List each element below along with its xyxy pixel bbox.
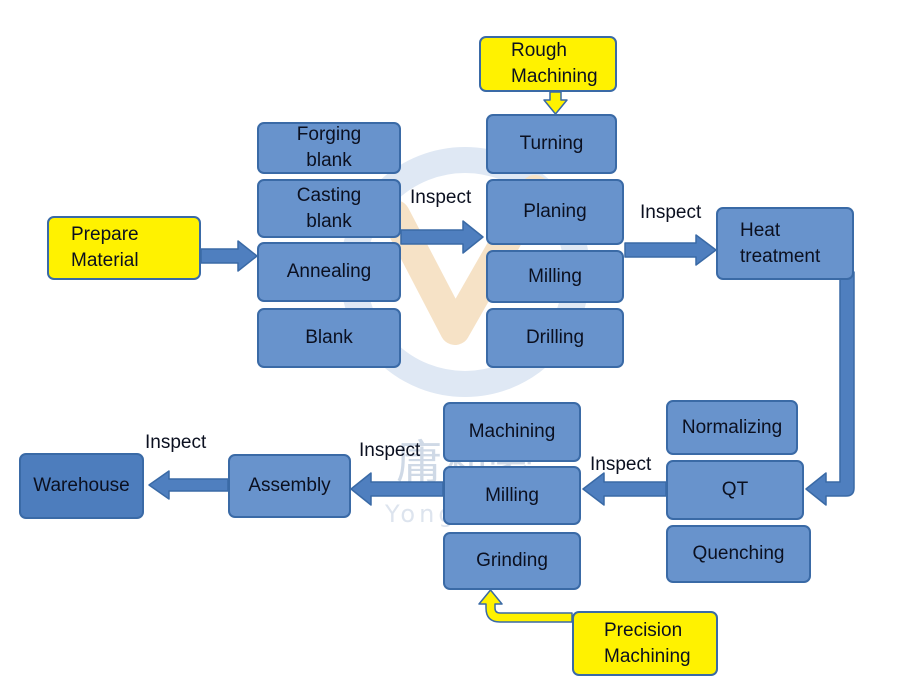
arrow-heat-to-qt (805, 271, 855, 506)
node-precision-machining: Precision Machining (572, 611, 718, 676)
edge-label-inspect-assembly: Inspect (359, 440, 421, 461)
arrow-assembly-to-warehouse (148, 470, 229, 500)
node-casting-blank: Casting blank (257, 179, 401, 238)
edge-label-inspect-qt: Inspect (590, 454, 652, 475)
node-blank: Blank (257, 308, 401, 368)
node-milling-rough: Milling (486, 250, 624, 303)
node-warehouse: Warehouse (19, 453, 144, 519)
node-drilling: Drilling (486, 308, 624, 368)
arrow-precision-to-grinding (478, 589, 573, 623)
edge-label-inspect-warehouse: Inspect (145, 432, 207, 453)
edge-label-inspect-blanks: Inspect (410, 187, 472, 208)
arrow-qt-to-milling (582, 472, 667, 506)
edge-label-inspect-heat: Inspect (640, 202, 702, 223)
arrow-blanks-to-machining (400, 220, 484, 254)
node-normalizing: Normalizing (666, 400, 798, 455)
node-turning: Turning (486, 114, 617, 174)
node-heat-treatment: Heat treatment (716, 207, 854, 280)
node-qt: QT (666, 460, 804, 520)
node-forging-blank: Forging blank (257, 122, 401, 174)
node-annealing: Annealing (257, 242, 401, 302)
arrow-machining-to-heat (624, 234, 717, 266)
node-assembly: Assembly (228, 454, 351, 518)
arrow-prepare-to-annealing (200, 240, 258, 272)
node-machining: Machining (443, 402, 581, 462)
node-rough-machining: Rough Machining (479, 36, 617, 92)
node-grinding: Grinding (443, 532, 581, 590)
node-quenching: Quenching (666, 525, 811, 583)
arrow-milling-to-assembly (350, 472, 444, 506)
arrow-rough-to-turning (543, 91, 568, 115)
node-planing: Planing (486, 179, 624, 245)
node-milling-precision: Milling (443, 466, 581, 525)
node-prepare-material: Prepare Material (47, 216, 201, 280)
